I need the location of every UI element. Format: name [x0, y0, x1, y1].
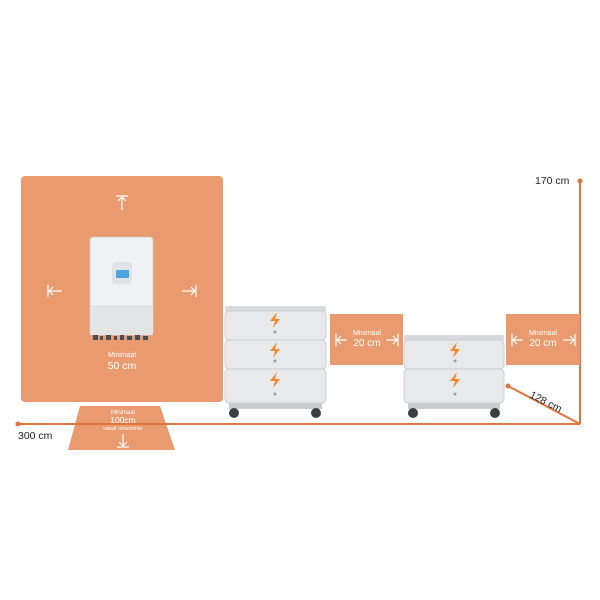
battery-gap-caption: Minimaal: [353, 330, 381, 337]
front-clearance-zone: [68, 406, 175, 450]
inverter-clearance-value: 50 cm: [108, 360, 137, 372]
inverter: [89, 236, 154, 340]
battery-right-caption: Minimaal: [529, 330, 557, 337]
battery-right-value: 20 cm: [529, 338, 556, 349]
inverter-screen: [116, 270, 129, 278]
arrow-to-bar-icon: [335, 334, 576, 346]
battery-gap-value: 20 cm: [353, 338, 380, 349]
depth-line: [507, 385, 581, 425]
inverter-clearance-caption: Minimaal: [108, 352, 136, 359]
battery-stack-1: [224, 306, 327, 418]
front-clearance-line1: Minimaal: [111, 410, 135, 416]
battery-stack-2: [403, 335, 505, 418]
front-clearance-line3: vanaf omvormer: [103, 426, 143, 432]
arrow-to-bar-icon: [47, 195, 197, 448]
front-clearance-line2: 100cm: [110, 415, 136, 425]
width-label: 300 cm: [18, 430, 53, 442]
height-label: 170 cm: [535, 175, 570, 187]
depth-label: 128 cm: [528, 389, 564, 415]
